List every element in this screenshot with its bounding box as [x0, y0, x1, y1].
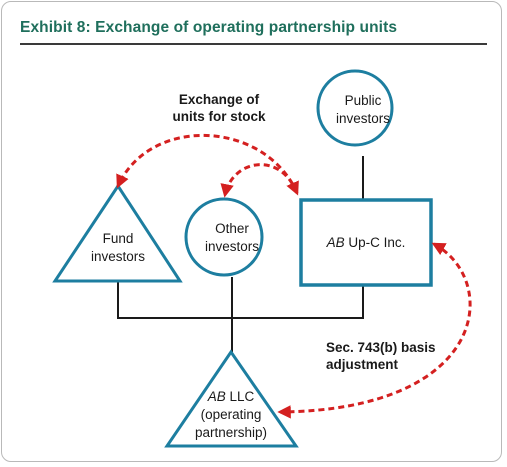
connector-lines: [117, 156, 364, 352]
title-rule: [20, 43, 487, 45]
other-investors-label-1: Other: [215, 221, 249, 236]
upc-label-rest: Up-C Inc.: [345, 235, 406, 250]
exchange-arrows: [116, 133, 472, 419]
exchange-annotation-2: units for stock: [172, 109, 266, 124]
llc-label-2: (operating: [201, 407, 262, 422]
llc-node: [164, 349, 299, 448]
basis-annotation-2: adjustment: [326, 357, 399, 372]
other-investors-label-2: investors: [205, 239, 259, 254]
fund-investors-node: [52, 183, 183, 283]
public-investors-node: [316, 69, 394, 147]
fund-investors-label-1: Fund: [103, 231, 134, 246]
exchange-annotation-1: Exchange of: [179, 92, 260, 107]
llc-label-italic: AB: [207, 389, 226, 404]
basis-annotation-1: Sec. 743(b) basis: [326, 340, 436, 355]
fund-investors-label-2: investors: [91, 249, 145, 264]
public-investors-label-1: Public: [345, 93, 382, 108]
public-investors-label-2: investors: [336, 111, 390, 126]
other-investors-node: [184, 197, 264, 277]
exchange-arrow-other: [220, 163, 299, 198]
llc-label-3: partnership): [195, 425, 267, 440]
upc-label-italic: AB: [326, 235, 345, 250]
llc-label-rest: LLC: [226, 389, 255, 404]
exhibit-title: Exhibit 8: Exchange of operating partner…: [20, 19, 398, 36]
basis-adjustment-arrow: [277, 242, 472, 419]
upc-label: AB Up-C Inc.: [326, 235, 406, 250]
llc-label-1: AB LLC: [207, 389, 255, 404]
exchange-arrow-fund: [116, 133, 299, 196]
